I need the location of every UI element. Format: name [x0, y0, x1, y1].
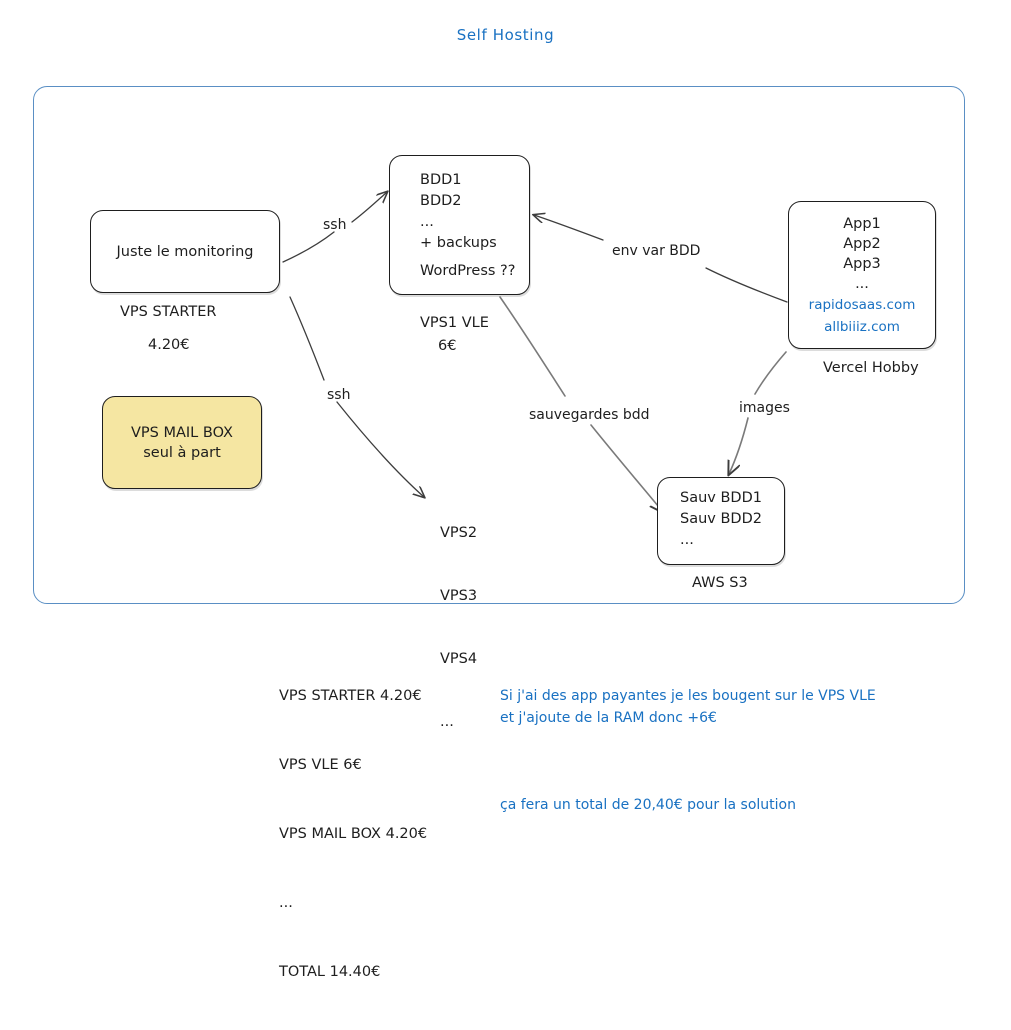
notes-block: Si j'ai des app payantes je les bougent … [500, 641, 876, 860]
edge-label-sauvegardes-bdd: sauvegardes bdd [529, 407, 650, 423]
cost-line-0: VPS STARTER 4.20€ [279, 688, 422, 704]
node-vercel-line-1: App2 [843, 236, 881, 252]
page-title: Self Hosting [456, 26, 555, 44]
caption-vps-starter: VPS STARTER [120, 304, 217, 320]
node-s3-line-0: Sauv BDD1 [680, 490, 762, 506]
vps-list-item-1: VPS3 [440, 588, 478, 604]
edge-label-env-var-bdd: env var BDD [612, 243, 701, 259]
caption-vercel-hobby: Vercel Hobby [823, 360, 919, 376]
node-vps1-line-0: BDD1 [420, 172, 462, 188]
vps-list-item-2: VPS4 [440, 651, 478, 667]
price-vps-starter: 4.20€ [148, 337, 190, 353]
edge-label-ssh-vpslist: ssh [327, 387, 351, 403]
cost-line-3: ... [279, 895, 293, 911]
node-s3-line-1: Sauv BDD2 [680, 511, 762, 527]
node-monitoring[interactable]: Juste le monitoring [90, 210, 280, 293]
note-upgrade-ram: Si j'ai des app payantes je les bougent … [500, 688, 876, 726]
node-vps1[interactable]: BDD1 BDD2 ... + backups WordPress ?? [389, 155, 530, 295]
spacer [420, 254, 529, 261]
cost-summary-list: VPS STARTER 4.20€ VPS VLE 6€ VPS MAIL BO… [279, 639, 427, 1030]
node-vps1-line-4: WordPress ?? [420, 263, 516, 279]
price-vps1-vle: 6€ [438, 338, 457, 354]
node-vps1-line-1: BDD2 [420, 193, 462, 209]
node-vps1-line-3: + backups [420, 235, 497, 251]
node-vercel-line-3: ... [855, 276, 869, 292]
link-allbiiiz[interactable]: allbiiiz.com [824, 319, 900, 335]
node-aws-s3[interactable]: Sauv BDD1 Sauv BDD2 ... [657, 477, 785, 565]
cost-line-2: VPS MAIL BOX 4.20€ [279, 826, 428, 842]
note-total-solution: ça fera un total de 20,40€ pour la solut… [500, 797, 796, 813]
node-vps1-line-2: ... [420, 214, 434, 230]
node-mail-line-0: VPS MAIL BOX [131, 424, 233, 441]
diagram-canvas: Self Hosting Juste le monitoring VPS STA… [33, 26, 965, 980]
node-vercel-line-0: App1 [843, 216, 881, 232]
node-vercel-line-2: App3 [843, 256, 881, 272]
vps-list-item-3: ... [440, 714, 454, 730]
edge-label-images: images [739, 400, 790, 416]
cost-line-4: TOTAL 14.40€ [279, 964, 381, 980]
node-vercel[interactable]: App1 App2 App3 ... rapidosaas.com allbii… [788, 201, 936, 349]
edge-label-ssh-vps1: ssh [323, 217, 347, 233]
cost-line-1: VPS VLE 6€ [279, 757, 362, 773]
vps-list-item-0: VPS2 [440, 525, 478, 541]
caption-vps1-vle: VPS1 VLE [420, 315, 489, 331]
node-vps-mail-box[interactable]: VPS MAIL BOX seul à part [102, 396, 262, 489]
self-hosting-frame [33, 86, 965, 604]
caption-aws-s3: AWS S3 [692, 575, 748, 591]
link-rapidosaas[interactable]: rapidosaas.com [808, 297, 916, 313]
node-monitoring-line-0: Juste le monitoring [116, 243, 254, 260]
node-mail-line-1: seul à part [143, 444, 221, 461]
node-s3-line-2: ... [680, 532, 694, 548]
vps-list: VPS2 VPS3 VPS4 ... [440, 481, 477, 775]
